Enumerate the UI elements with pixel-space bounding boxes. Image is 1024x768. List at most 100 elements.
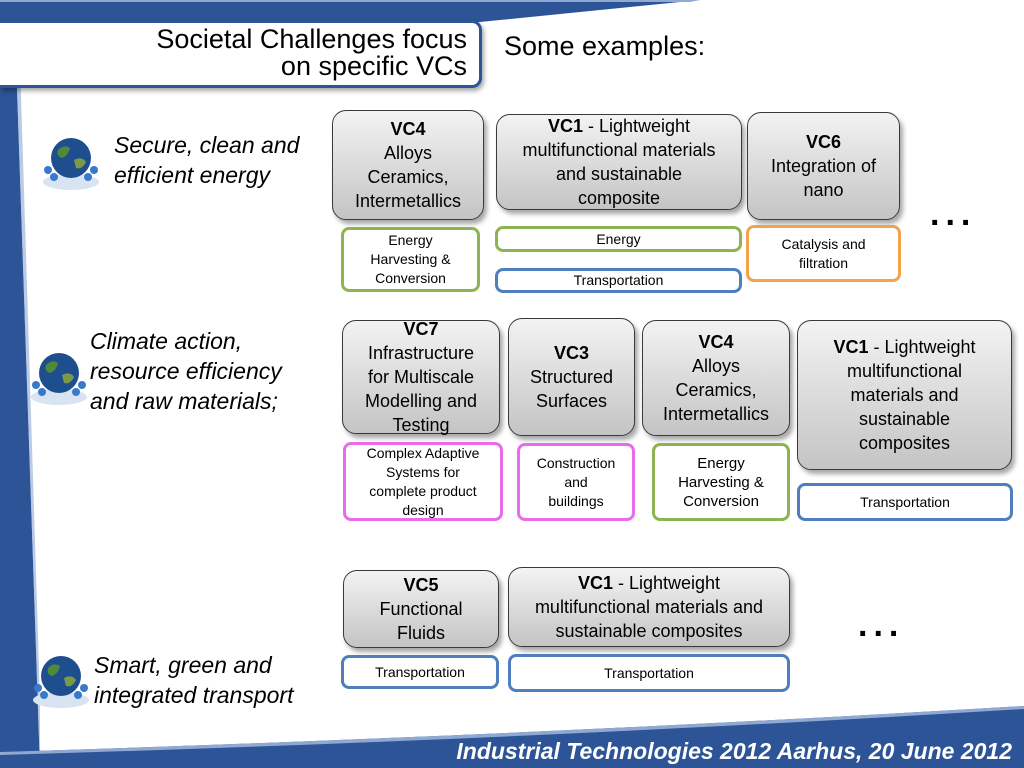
challenge-line: integrated transport xyxy=(94,682,294,708)
vc-id: VC5 xyxy=(403,575,439,595)
challenge-line: Secure, clean and xyxy=(114,132,300,158)
vc-name: Surfaces xyxy=(535,391,608,411)
application-text: Systems for xyxy=(386,463,460,480)
application-box-transportation: Transportation xyxy=(341,655,499,689)
challenge-label: Smart, green and integrated transport xyxy=(94,650,293,710)
vc-name: Ceramics, xyxy=(367,167,449,187)
vc-id: VC1 xyxy=(577,573,613,593)
vc-box-vc4: VC4 Alloys Ceramics, Intermetallics xyxy=(642,320,790,436)
application-box-transportation: Transportation xyxy=(797,483,1013,521)
application-box-energy-harvesting: Energy Harvesting & Conversion xyxy=(341,227,480,292)
top-decorative-stripe xyxy=(0,0,700,22)
left-decorative-band xyxy=(0,0,40,768)
vc-name: Ceramics, xyxy=(675,380,757,400)
challenge-line: Climate action, xyxy=(90,328,243,354)
application-box-energy-harvesting: Energy Harvesting & Conversion xyxy=(652,443,790,521)
vc-name: sustainable xyxy=(858,409,951,429)
vc-id: VC1 xyxy=(547,116,583,136)
vc-id: VC1 xyxy=(833,337,869,357)
vc-name: multifunctional materials and xyxy=(534,597,764,617)
challenge-line: resource efficiency xyxy=(90,358,282,384)
vc-name: multifunctional materials xyxy=(522,140,716,160)
vc-name: - Lightweight xyxy=(873,337,976,357)
application-text: Harvesting & xyxy=(678,473,764,491)
vc-name: materials and xyxy=(850,385,959,405)
vc-name: for Multiscale xyxy=(367,367,474,387)
vc-name: Integration of xyxy=(770,156,877,176)
vc-name: nano xyxy=(803,180,844,200)
footer-band xyxy=(0,706,1024,768)
application-box-energy: Energy xyxy=(495,226,742,252)
subtitle: Some examples: xyxy=(504,31,706,61)
application-text: Conversion xyxy=(375,270,446,286)
vc-name: - Lightweight xyxy=(617,573,721,593)
vc-box-vc4: VC4 Alloys Ceramics, Intermetallics xyxy=(332,110,484,220)
vc-id: VC3 xyxy=(553,343,589,363)
vc-box-vc7: VC7 Infrastructure for Multiscale Modell… xyxy=(342,319,500,435)
vc-id: VC7 xyxy=(403,319,439,339)
vc-id: VC4 xyxy=(390,119,426,139)
vc-name: - Lightweight xyxy=(587,116,691,136)
application-text: design xyxy=(402,501,444,518)
ellipsis: ... xyxy=(858,606,905,644)
page-title: Societal Challenges focus on specific VC… xyxy=(156,26,467,80)
vc-box-vc1: VC1 - Lightweight multifunctional materi… xyxy=(508,567,790,647)
application-text: Complex Adaptive xyxy=(366,444,480,461)
vc-box-vc1: VC1 - Lightweight multifunctional materi… xyxy=(496,114,742,210)
challenge-line: Smart, green and xyxy=(94,652,272,678)
application-box-catalysis: Catalysis and filtration xyxy=(746,225,901,282)
application-text: Transportation xyxy=(375,663,465,680)
vc-name: Alloys xyxy=(691,356,740,376)
title-box: Societal Challenges focus on specific VC… xyxy=(0,20,482,88)
application-text: Energy xyxy=(388,232,433,248)
vc-name: composite xyxy=(577,188,661,208)
application-text: Conversion xyxy=(683,492,759,510)
vc-name: composites xyxy=(858,433,951,453)
vc-name: Testing xyxy=(392,415,450,435)
vc-name: Functional xyxy=(379,599,463,619)
challenge-line: and raw materials; xyxy=(90,388,278,414)
application-text: Construction xyxy=(536,454,616,471)
globe-with-people-icon xyxy=(33,656,89,708)
vc-box-vc5: VC5 Functional Fluids xyxy=(343,570,499,648)
challenge-line: efficient energy xyxy=(114,162,270,188)
vc-name: Modelling and xyxy=(364,391,478,411)
challenge-label: Secure, clean and efficient energy xyxy=(114,130,299,190)
vc-id: VC4 xyxy=(698,332,734,352)
application-box-complex-adaptive-systems: Complex Adaptive Systems for complete pr… xyxy=(343,442,503,521)
vc-name: and sustainable xyxy=(555,164,683,184)
title-line-2: on specific VCs xyxy=(280,51,467,81)
application-text: Catalysis and xyxy=(781,235,866,252)
vc-box-vc1: VC1 - Lightweight multifunctional materi… xyxy=(797,320,1012,470)
application-text: Energy xyxy=(596,230,641,247)
application-text: and xyxy=(564,473,588,490)
vc-name: sustainable composites xyxy=(555,621,743,641)
globe-with-people-icon xyxy=(43,138,99,190)
ellipsis: ... xyxy=(930,195,977,233)
vc-id: VC6 xyxy=(805,132,841,152)
application-text: Transportation xyxy=(860,493,950,510)
title-line-1: Societal Challenges focus xyxy=(156,24,467,54)
vc-name: Intermetallics xyxy=(662,404,770,424)
vc-name: Alloys xyxy=(383,143,432,163)
application-text: complete product xyxy=(369,482,477,499)
challenge-label: Climate action, resource efficiency and … xyxy=(90,326,282,416)
application-text: Harvesting & xyxy=(370,251,451,267)
vc-name: Fluids xyxy=(396,623,445,643)
vc-box-vc3: VC3 Structured Surfaces xyxy=(508,318,635,436)
vc-box-vc6: VC6 Integration of nano xyxy=(747,112,900,220)
application-box-construction: Construction and buildings xyxy=(517,443,635,521)
vc-name: multifunctional xyxy=(846,361,963,381)
vc-name: Intermetallics xyxy=(354,191,462,211)
application-text: filtration xyxy=(798,254,848,271)
application-text: Energy xyxy=(697,454,745,472)
globe-with-people-icon xyxy=(31,353,87,405)
vc-name: Infrastructure xyxy=(367,343,475,363)
footer-text: Industrial Technologies 2012 Aarhus, 20 … xyxy=(456,738,1012,764)
vc-name: Structured xyxy=(529,367,614,387)
application-text: Transportation xyxy=(573,272,664,288)
application-box-transportation: Transportation xyxy=(495,268,742,293)
application-text: buildings xyxy=(548,492,604,509)
application-text: Transportation xyxy=(604,664,694,681)
application-box-transportation: Transportation xyxy=(508,654,790,692)
